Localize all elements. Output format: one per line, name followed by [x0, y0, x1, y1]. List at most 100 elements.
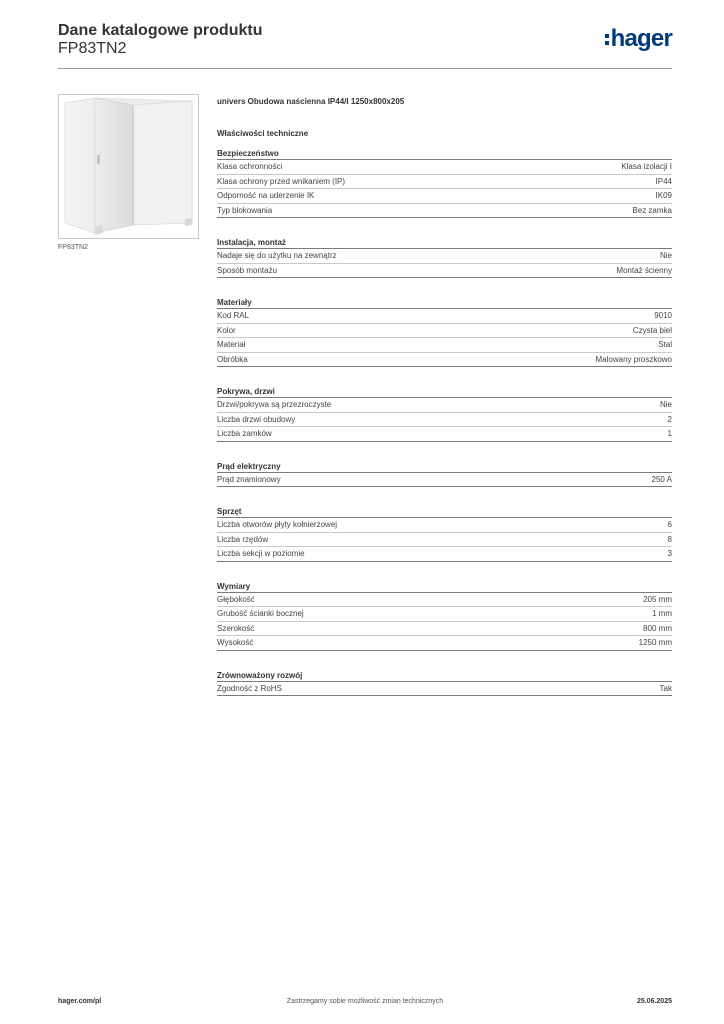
spec-label: Głębokość	[217, 594, 255, 604]
spec-label: Typ blokowania	[217, 205, 273, 215]
spec-value: 9010	[654, 311, 672, 320]
group-spacer	[217, 278, 672, 297]
spec-label: Drzwi/pokrywa są przezroczyste	[217, 400, 332, 409]
image-caption: FP83TN2	[58, 244, 88, 251]
spec-value: 1	[667, 429, 672, 438]
logo-dots-icon	[604, 32, 609, 46]
spec-value: 1 mm	[652, 609, 672, 618]
spec-value: Montaż ścienny	[616, 265, 672, 275]
spec-row: Liczba zamków 1	[217, 427, 672, 442]
spec-group-title: Sprzęt	[217, 506, 672, 518]
spec-label: Liczba sekcji w poziomie	[217, 549, 305, 558]
spec-group-title: Instalacja, montaż	[217, 237, 672, 249]
spec-row: Typ blokowania Bez zamka	[217, 204, 672, 218]
spec-row: Głębokość 205 mm	[217, 593, 672, 607]
spec-value: 250 A	[651, 474, 672, 484]
section-title: Właściwości techniczne	[217, 129, 309, 138]
spec-value: 800 mm	[643, 623, 672, 633]
footer-website[interactable]: hager.com/pl	[58, 998, 102, 1005]
spec-value: 8	[667, 534, 672, 544]
spec-group-title: Pokrywa, drzwi	[217, 386, 672, 398]
spec-label: Liczba zamków	[217, 429, 272, 438]
spec-label: Kolor	[217, 325, 236, 335]
spec-label: Materiał	[217, 340, 246, 349]
spec-row: Sposób montażu Montaż ścienny	[217, 264, 672, 278]
spec-label: Klasa ochronności	[217, 162, 283, 171]
spec-value: IP44	[655, 176, 672, 186]
spec-value: Nie	[659, 251, 672, 260]
spec-label: Liczba otworów płyty kołnierzowej	[217, 520, 338, 529]
group-spacer	[217, 442, 672, 461]
spec-label: Zgodność z RoHS	[217, 683, 282, 693]
spec-content: univers Obudowa naścienna IP44/I 1250x80…	[217, 97, 672, 696]
group-spacer	[217, 367, 672, 386]
spec-value: Bez zamka	[632, 205, 672, 215]
hager-logo: hager	[604, 25, 673, 52]
logo-text: hager	[610, 25, 673, 52]
footer-date: 25.06.2025	[636, 998, 672, 1005]
product-code: FP83TN2	[58, 40, 127, 57]
spec-label: Klasa ochrony przed wnikaniem (IP)	[217, 176, 346, 186]
product-description: univers Obudowa naścienna IP44/I 1250x80…	[217, 97, 405, 106]
spec-row: Prąd znamionowy 250 A	[217, 473, 672, 487]
spec-row: Liczba drzwi obudowy 2	[217, 413, 672, 427]
product-image	[58, 94, 199, 239]
spec-group-title: Materiały	[217, 297, 672, 309]
spec-row: Klasa ochronności Klasa izolacji I	[217, 160, 672, 175]
spec-value: Stal	[658, 340, 672, 349]
spec-row: Materiał Stal	[217, 338, 672, 353]
spec-label: Liczba rzędów	[217, 534, 269, 544]
spec-row: Klasa ochrony przed wnikaniem (IP) IP44	[217, 175, 672, 189]
spec-value: 205 mm	[643, 594, 672, 604]
spec-value: 6	[667, 520, 672, 529]
spec-value: Nie	[659, 400, 672, 409]
spec-group-title: Zrównoważony rozwój	[217, 670, 672, 682]
spec-value: 2	[667, 414, 672, 424]
spec-row: Kolor Czysta biel	[217, 324, 672, 338]
spec-row: Obróbka Malowany proszkowo	[217, 353, 672, 367]
spec-row: Wysokość 1250 mm	[217, 636, 672, 651]
document-header: Dane katalogowe produktu FP83TN2 hager	[58, 22, 673, 69]
group-spacer	[217, 218, 672, 237]
spec-row: Nadaje się do użytku na zewnątrz Nie	[217, 249, 672, 264]
spec-label: Grubość ścianki bocznej	[217, 609, 304, 618]
spec-label: Wysokość	[217, 638, 254, 647]
group-spacer	[217, 487, 672, 506]
spec-row: Zgodność z RoHS Tak	[217, 682, 672, 696]
group-spacer	[217, 651, 672, 670]
spec-label: Prąd znamionowy	[217, 474, 281, 484]
document-title: Dane katalogowe produktu	[58, 22, 263, 39]
spec-label: Kod RAL	[217, 311, 250, 320]
spec-row: Grubość ścianki bocznej 1 mm	[217, 607, 672, 622]
spec-value: 1250 mm	[638, 638, 672, 647]
spec-row: Odporność na uderzenie IK IK09	[217, 189, 672, 204]
spec-row: Kod RAL 9010	[217, 309, 672, 324]
spec-label: Szerokość	[217, 623, 255, 633]
spec-label: Nadaje się do użytku na zewnątrz	[217, 251, 337, 260]
spec-label: Sposób montażu	[217, 265, 278, 275]
spec-row: Liczba rzędów 8	[217, 533, 672, 547]
spec-label: Liczba drzwi obudowy	[217, 414, 296, 424]
spec-label: Obróbka	[217, 354, 248, 364]
spec-value: Tak	[659, 683, 672, 693]
spec-value: IK09	[655, 191, 672, 200]
footer-disclaimer: Zastrzegamy sobie możliwość zmian techni…	[286, 998, 444, 1005]
spec-label: Odporność na uderzenie IK	[217, 191, 315, 200]
spec-group-title: Wymiary	[217, 581, 672, 593]
spec-group-title: Bezpieczeństwo	[217, 148, 672, 160]
cabinet-illustration	[64, 97, 193, 235]
spec-row: Szerokość 800 mm	[217, 622, 672, 636]
spec-value: Klasa izolacji I	[621, 162, 672, 171]
spec-value: Malowany proszkowo	[595, 354, 672, 364]
spec-value: Czysta biel	[632, 325, 672, 335]
